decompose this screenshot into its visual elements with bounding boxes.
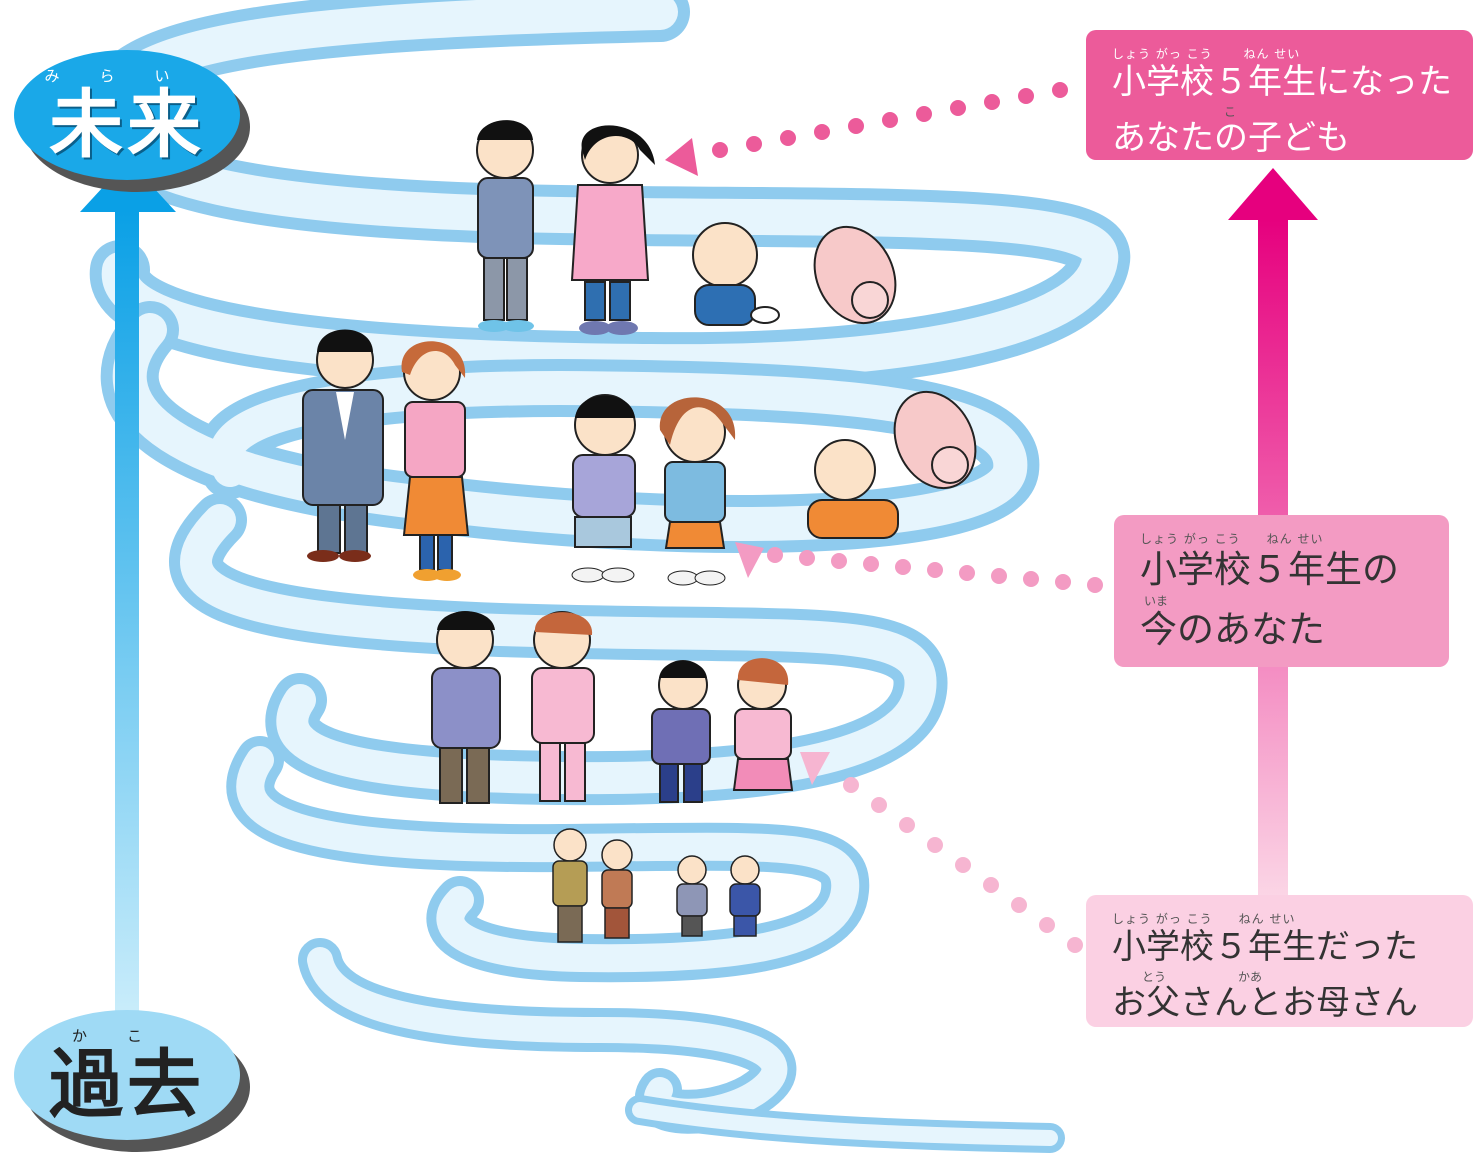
future-text: 未来: [49, 81, 205, 168]
figure-grandmother-as-child: [729, 855, 761, 937]
figure-baby-current: [807, 439, 899, 539]
callout-your-child: しょう がっ こう ねん せい 小学校５年生になった こ あなたの子ども: [1086, 30, 1473, 160]
time-arrow-head: [80, 160, 176, 212]
callout-your-child-ruby2: こ: [1224, 104, 1237, 119]
future-ruby: みらい: [44, 66, 210, 85]
figure-mother-current: [401, 341, 470, 581]
figure-grandfather-as-child: [676, 855, 708, 937]
callout-your-child-line1: 小学校５年生になった: [1112, 62, 1452, 102]
future-label: みらい 未来: [14, 50, 240, 180]
callout-you-now-ruby2: いま: [1144, 593, 1169, 608]
figure-grandfather: [431, 611, 501, 804]
figure-grandmother: [531, 611, 595, 802]
figure-mother-as-child: [732, 658, 794, 791]
callout-you-now-line1: 小学校５年生の: [1140, 548, 1399, 591]
past-ruby: かこ: [71, 1026, 182, 1045]
callout-you-now-ruby: しょう がっ こう ねん せい: [1140, 532, 1324, 546]
time-arrow-shaft: [115, 210, 139, 1030]
callout-your-parents: しょう がっ こう ねん せい 小学校５年生だった とう かあ お父さんとお母さ…: [1086, 895, 1473, 1027]
figure-girl-current: [659, 397, 736, 586]
past-label: かこ 過去: [14, 1010, 240, 1140]
pointer-you: [735, 542, 1103, 593]
figures-grandparents-generation: [552, 828, 761, 943]
figures-current-generation: [302, 329, 977, 586]
figure-boy-current: [571, 394, 636, 583]
pointer-child: [665, 82, 1068, 176]
figure-girl-future: [570, 125, 655, 335]
callout-your-parents-ruby: しょう がっ こう ねん せい: [1112, 912, 1296, 926]
figure-great-grandfather: [552, 828, 588, 943]
figure-fetus-current: [893, 390, 977, 490]
callout-you-now-line2: 今のあなた: [1140, 607, 1325, 651]
callout-your-parents-ruby2: とう かあ: [1142, 969, 1263, 984]
pointer-parents: [800, 752, 1083, 953]
callout-your-parents-line2: お父さんとお母さん: [1112, 982, 1418, 1023]
figure-father-as-child: [651, 660, 711, 803]
callout-your-child-line2: あなたの子ども: [1112, 117, 1350, 158]
figure-fetus-future: [813, 225, 897, 325]
figures-future-generation: [476, 120, 897, 335]
figures-parents-generation: [431, 611, 794, 804]
callout-your-child-ruby: しょう がっ こう ねん せい: [1112, 47, 1301, 61]
generation-arrow-head: [1228, 168, 1318, 220]
figure-boy-future: [476, 120, 534, 332]
past-text: 過去: [49, 1041, 205, 1128]
figure-father-current: [302, 329, 384, 562]
figure-baby-future: [692, 222, 780, 326]
figure-great-grandmother: [601, 839, 633, 939]
callout-your-parents-line1: 小学校５年生だった: [1112, 927, 1418, 967]
callout-you-now: しょう がっ こう ねん せい 小学校５年生の いま 今のあなた: [1114, 515, 1449, 667]
